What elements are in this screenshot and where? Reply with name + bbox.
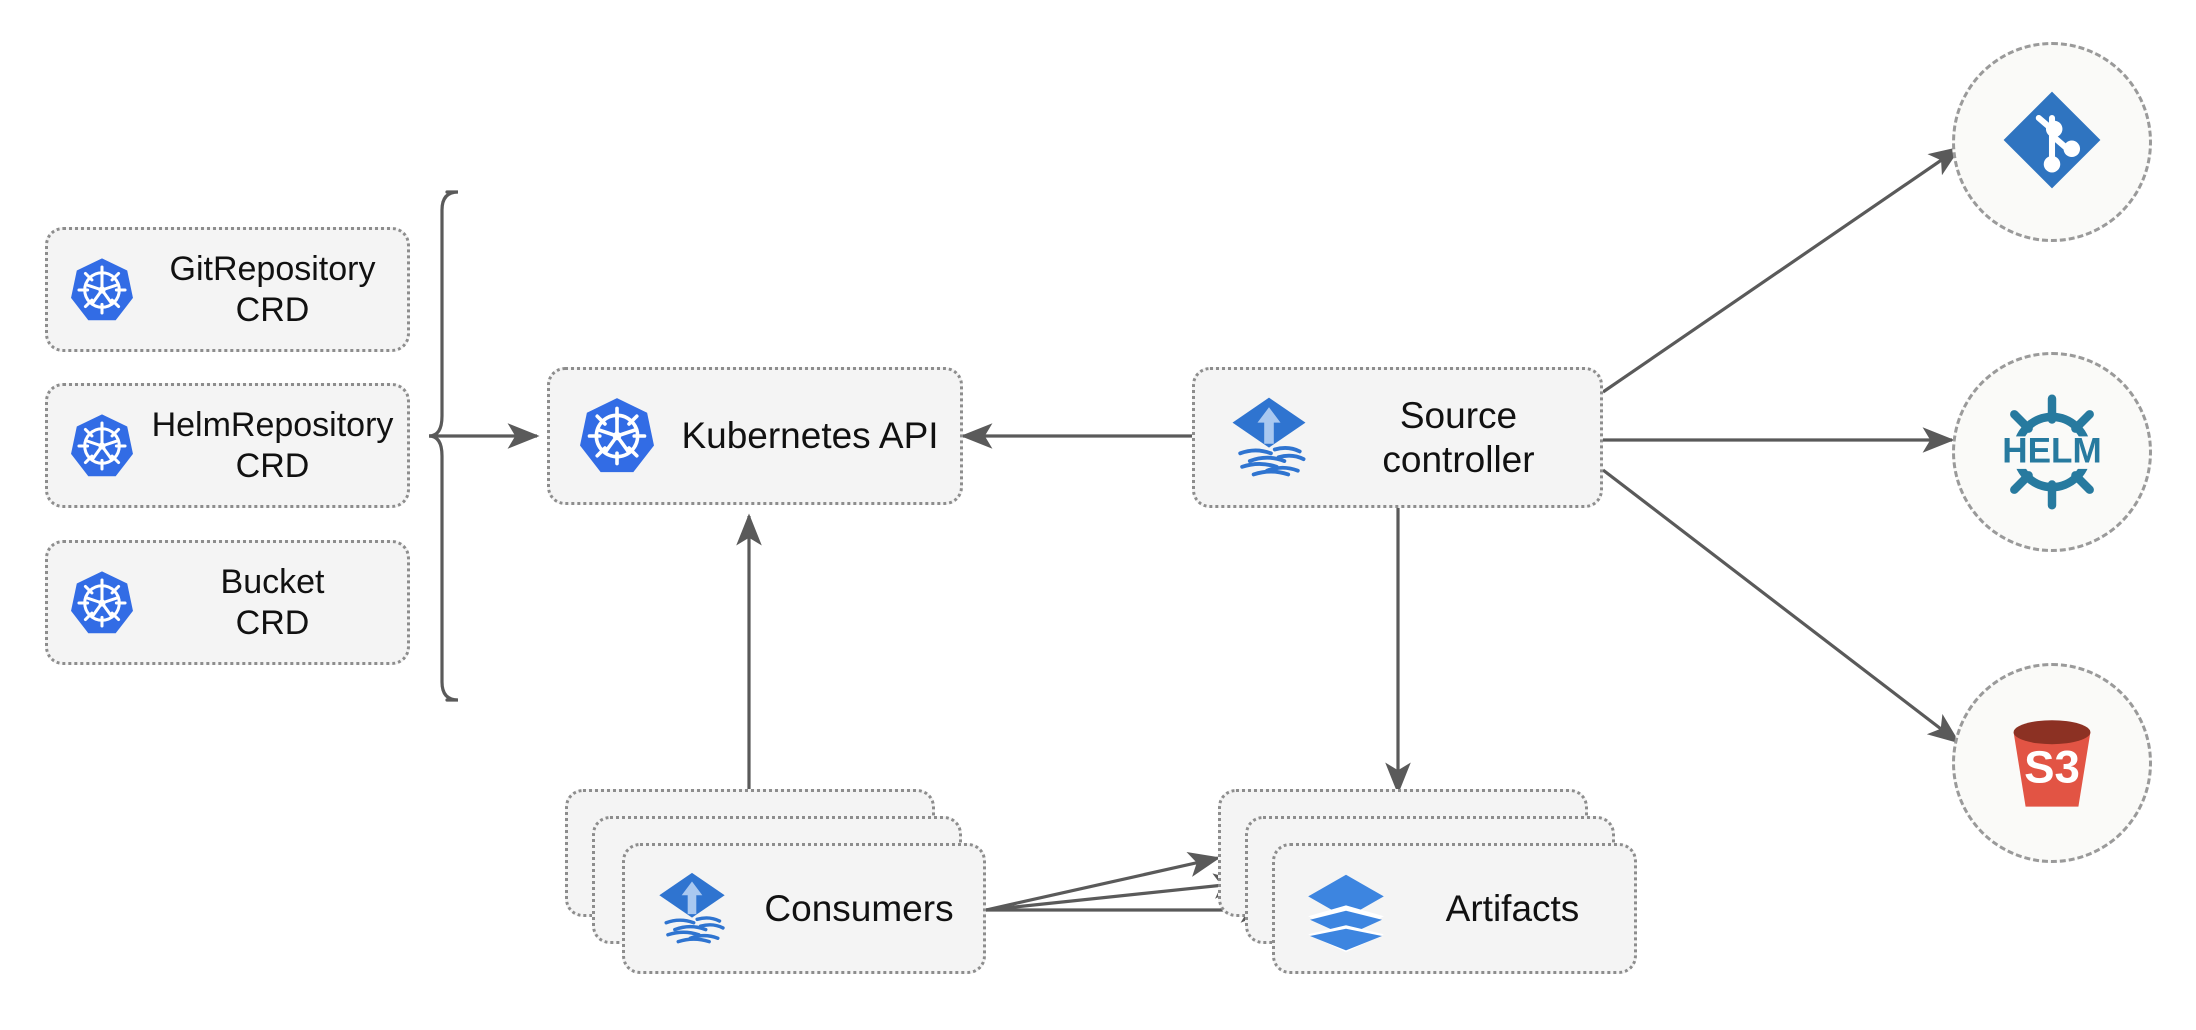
git-icon: [1997, 85, 2107, 200]
artifact-layers-icon: [1301, 864, 1391, 954]
kubernetes-api-node[interactable]: Kubernetes API: [547, 367, 963, 505]
bucket-crd-node[interactable]: Bucket CRD: [45, 540, 410, 665]
artifacts-label: Artifacts: [1445, 887, 1580, 929]
source-controller-node[interactable]: Source controller: [1192, 367, 1603, 508]
helmrepository-crd-node[interactable]: HelmRepository CRD: [45, 383, 410, 508]
bucket-crd-label: Bucket CRD: [220, 563, 325, 642]
crd-group-brace: [428, 190, 459, 702]
edge-consumers-to-artifacts-1: [985, 851, 1221, 912]
flux-icon: [649, 866, 735, 952]
kubernetes-icon: [66, 410, 138, 482]
s3-icon: S3: [1992, 701, 2112, 826]
helmrepository-crd-label: HelmRepository CRD: [151, 406, 394, 485]
flux-icon: [1221, 390, 1317, 486]
source-controller-label: Source controller: [1382, 394, 1535, 480]
edge-consumers-to-artifacts-2: [985, 873, 1246, 912]
kubernetes-icon: [66, 254, 138, 326]
helm-label: HELM: [2002, 431, 2101, 470]
artifacts-node[interactable]: Artifacts: [1272, 843, 1637, 974]
git-source-node[interactable]: [1952, 42, 2152, 242]
kubernetes-icon: [66, 567, 138, 639]
gitrepository-crd-label: GitRepository CRD: [169, 250, 376, 329]
edge-source-controller-to-s3: [1602, 468, 1961, 744]
consumers-label: Consumers: [764, 887, 954, 929]
s3-label: S3: [2024, 741, 2080, 792]
kubernetes-api-label: Kubernetes API: [681, 415, 939, 457]
consumers-node[interactable]: Consumers: [622, 843, 986, 974]
edge-source-controller-to-git: [1602, 146, 1962, 394]
helm-source-node[interactable]: HELM: [1952, 352, 2152, 552]
kubernetes-icon: [574, 393, 660, 479]
helm-icon: HELM: [1987, 387, 2117, 517]
s3-source-node[interactable]: S3: [1952, 663, 2152, 863]
gitrepository-crd-node[interactable]: GitRepository CRD: [45, 227, 410, 352]
